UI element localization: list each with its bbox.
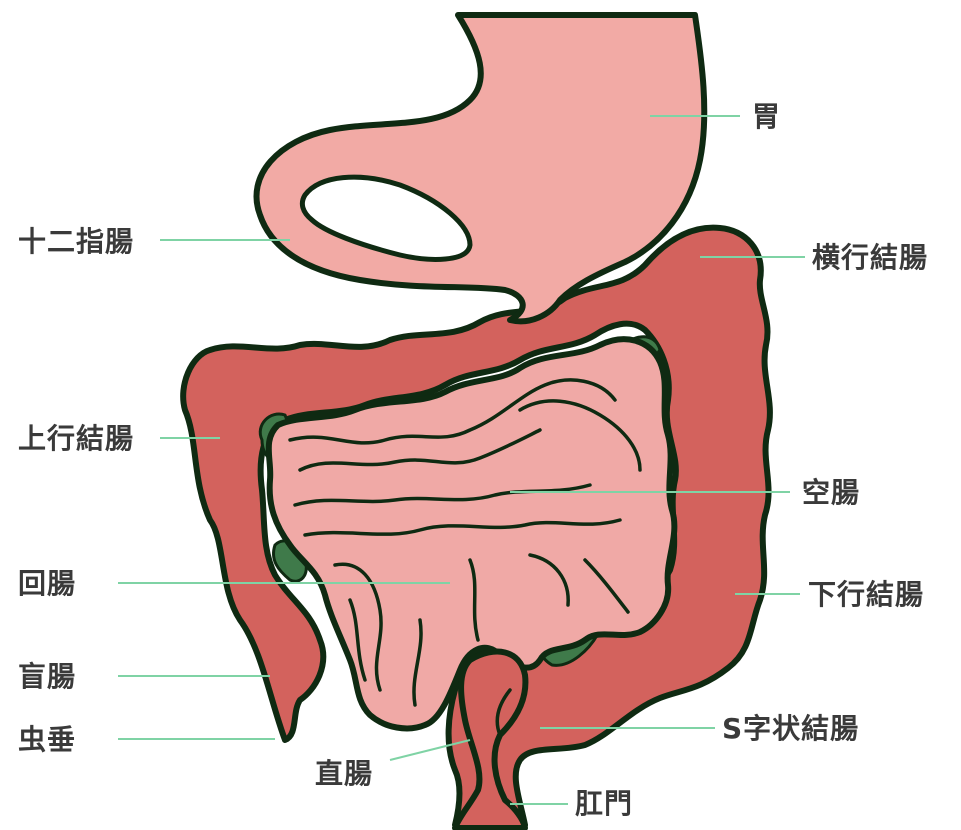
label-anus: 肛門: [575, 790, 633, 818]
label-rectum: 直腸: [315, 760, 373, 788]
label-transverse-colon: 横行結腸: [812, 244, 928, 272]
label-appendix: 虫垂: [18, 726, 76, 754]
label-jejunum: 空腸: [802, 479, 860, 507]
label-ascending-colon: 上行結腸: [18, 425, 134, 453]
label-sigmoid-colon: S字状結腸: [722, 715, 859, 743]
label-stomach: 胃: [752, 103, 781, 131]
label-duodenum: 十二指腸: [18, 228, 134, 256]
label-ileum: 回腸: [18, 570, 76, 598]
label-cecum: 盲腸: [18, 663, 76, 691]
label-descending-colon: 下行結腸: [808, 581, 924, 609]
